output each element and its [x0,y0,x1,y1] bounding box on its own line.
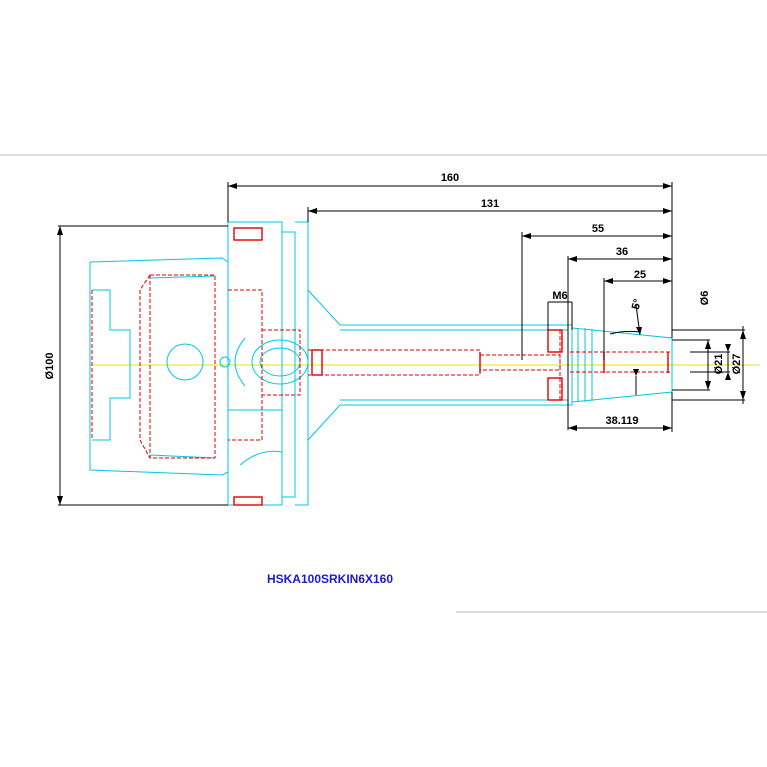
arrowheads [57,183,746,505]
hidden-lines [91,274,672,459]
dim-nose-length: 38.119 [605,415,638,427]
dim-diameter-100: Ø100 [44,353,56,380]
tool-outline [89,221,673,506]
dim-length-36: 36 [616,246,628,258]
dim-thread-m6: M6 [552,290,567,302]
dimension-lines [58,182,745,506]
dim-length-25: 25 [634,269,646,281]
dim-diameter-21: Ø21 [713,354,725,375]
part-number-label: HSKA100SRKIN6X160 [267,572,393,586]
dim-diameter-6: Ø6 [699,291,711,306]
dim-overall-length: 160 [441,172,459,184]
dim-length-55: 55 [592,223,604,235]
dim-taper-angle: 5° [630,298,644,311]
dim-gauge-length: 131 [481,198,499,210]
sheet-frame [0,154,767,613]
dim-diameter-27: Ø27 [731,354,743,375]
